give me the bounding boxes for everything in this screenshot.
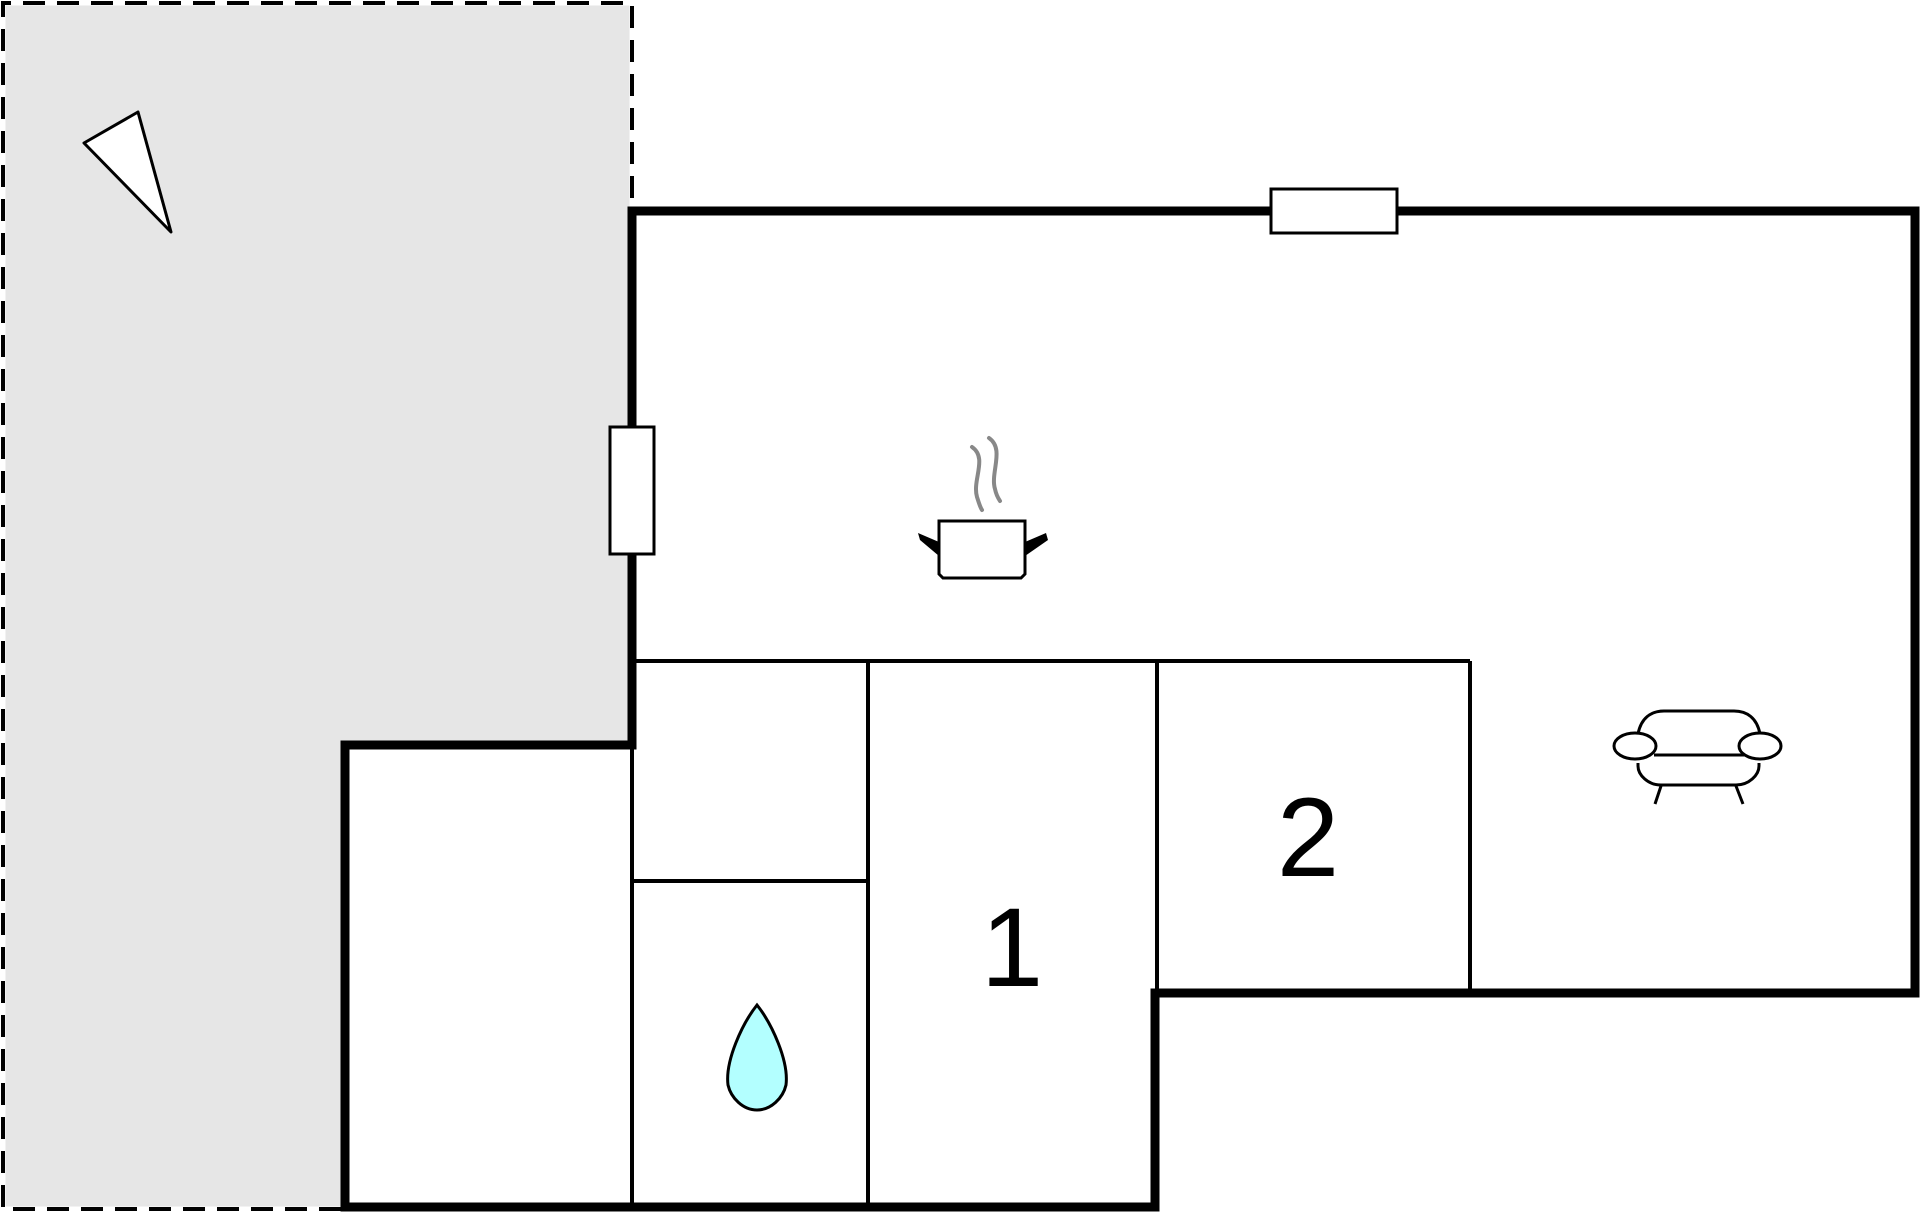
compass-triangle-icon <box>82 110 173 234</box>
interior-walls <box>630 659 1472 1207</box>
water-drop-icon <box>726 1002 788 1112</box>
window-top <box>1269 187 1399 235</box>
cooking-pot-icon <box>918 436 1048 580</box>
room-label-bedroom-1: 1 <box>981 885 1043 1010</box>
exterior-walls <box>340 206 1920 1212</box>
window-left <box>608 425 656 556</box>
room-label-bedroom-2: 2 <box>1277 775 1339 900</box>
interior-floor <box>345 211 1915 1207</box>
terrace-area <box>0 0 635 1212</box>
sofa-icon <box>1612 709 1783 805</box>
